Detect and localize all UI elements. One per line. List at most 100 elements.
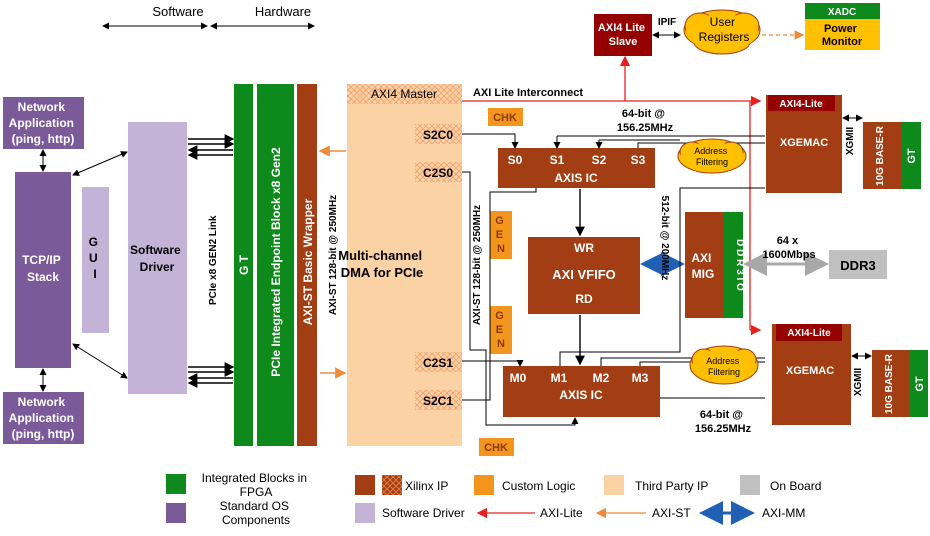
- axi4-master: [347, 84, 462, 104]
- svg-text:User Registers: User Registers: [699, 15, 750, 44]
- axi-st-wrapper-label: AXI-ST Basic Wrapper: [301, 198, 315, 325]
- ddr3-io-label: D D R 3 I O: [734, 239, 745, 291]
- ddr3-io: [723, 212, 743, 318]
- user-registers-line1: User: [710, 15, 735, 29]
- network-application-bottom: [3, 392, 84, 444]
- gen-top-g: G: [495, 215, 504, 227]
- sw-driver-line2: Driver: [140, 260, 175, 274]
- vfifo-name: AXI VFIFO: [552, 267, 616, 282]
- svg-text:Multi-channel DMA for PCIe: Multi-channel DMA for PCIe: [338, 248, 425, 280]
- legend-axi-lite-label: AXI-Lite: [540, 506, 583, 520]
- axi4-lite-top: [768, 95, 835, 111]
- axi-lite-interconnect-label: AXI Lite Interconnect: [473, 87, 583, 99]
- svg-text:G E N: G E N: [495, 310, 507, 350]
- xgmii-top-label: XGMII: [845, 127, 856, 156]
- software-label: Software: [152, 4, 203, 19]
- axis-ic-bottom-name: AXIS IC: [559, 388, 603, 402]
- link-512-label: 512-bit @ 200MHz: [659, 196, 670, 281]
- svg-text:Power Monitor: Power Monitor: [822, 23, 863, 48]
- mig-line2: MIG: [692, 267, 715, 281]
- axis-ic-bottom: [503, 366, 660, 417]
- header: Software Hardware: [102, 4, 315, 30]
- axis-ic-top-s1: S1: [550, 153, 565, 167]
- net-app-bottom-line2: Application: [9, 411, 74, 425]
- c2s0-label: C2S0: [423, 166, 453, 180]
- xgemac-top-label: XGEMAC: [780, 137, 828, 149]
- legend-axi-st-label: AXI-ST: [652, 506, 691, 520]
- s2c0-port: [415, 124, 462, 144]
- dma-line1: Multi-channel: [338, 248, 422, 263]
- svg-text:TCP/IP Stack: TCP/IP Stack: [22, 253, 64, 284]
- legend-axi-mm-label: AXI-MM: [762, 506, 805, 520]
- gt-bottom: [910, 350, 928, 417]
- s2c1-port: [415, 390, 462, 410]
- vfifo-wr: WR: [574, 241, 594, 255]
- chk-top-label: CHK: [493, 112, 517, 124]
- tcpip-line2: Stack: [27, 270, 59, 284]
- ddr3-memory: [829, 250, 887, 279]
- power-monitor-line2: Monitor: [822, 36, 863, 48]
- legend-os-line2: Components: [222, 513, 290, 527]
- axi4-master-label: AXI4 Master: [371, 87, 437, 101]
- legend-os-swatch: [166, 503, 186, 523]
- multichannel-dma: [347, 84, 462, 446]
- network-application-top: [3, 97, 84, 149]
- svg-text:Standard OS Components: Standard OS Components: [220, 499, 293, 527]
- c2s0-port: [415, 162, 462, 182]
- pcie-link-label: PCIe x8 GEN2 Link: [208, 215, 219, 305]
- axi4-lite-slave: [594, 14, 652, 56]
- c2s1-port: [415, 352, 462, 372]
- pcie-endpoint-label: PCIe Integrated Endpoint Block x8 Gen2: [269, 147, 283, 377]
- tcpip-stack: [15, 172, 71, 368]
- s2c0-label: S2C0: [423, 128, 453, 142]
- link-64-top-line2: 156.25MHz: [617, 122, 674, 134]
- power-monitor-line1: Power: [824, 23, 858, 35]
- svg-text:Network Application (p: Network Application (ping, http): [9, 395, 78, 441]
- user-registers-line2: Registers: [699, 30, 750, 44]
- software-driver: [128, 122, 187, 394]
- axi4-lite-bottom-label: AXI4-Lite: [787, 328, 831, 339]
- link-64-bottom-line2: 156.25MHz: [695, 423, 752, 435]
- s2c1-label: S2C1: [423, 394, 453, 408]
- svg-text:Integrated Blocks in FPG: Integrated Blocks in FPGA: [202, 471, 311, 499]
- addr-filter-top-line2: Filtering: [696, 157, 728, 167]
- axis-ic-top-s2: S2: [592, 153, 607, 167]
- gt-left: [234, 84, 253, 446]
- xgemac-bottom-label: XGEMAC: [786, 365, 834, 377]
- gen-bottom: [490, 306, 512, 354]
- power-monitor: [805, 19, 880, 50]
- svg-text:G U I: G U I: [89, 235, 102, 281]
- legend-os-line1: Standard OS: [220, 499, 289, 513]
- base-r-top-label: 10G BASE-R: [875, 125, 886, 186]
- axis-ic-bottom-m3: M3: [632, 371, 649, 385]
- axi4-lite-bottom: [776, 324, 842, 341]
- legend-custom-swatch: [474, 475, 494, 495]
- pcie-endpoint: [257, 84, 294, 446]
- axis-ic-bottom-m0: M0: [510, 371, 527, 385]
- net-app-top-line2: Application: [9, 116, 74, 130]
- address-filtering-bottom: [689, 345, 759, 385]
- axi-st-inner-label: AXI-ST 128-bit @ 250MHz: [472, 205, 483, 325]
- svg-text:64-bit @ 156.25MHz: 64-bit @ 156.25MHz: [617, 108, 674, 134]
- gen-bottom-n: N: [497, 338, 505, 350]
- axis-ic-top-s0: S0: [508, 153, 523, 167]
- legend-xilinx-swatch-solid: [355, 475, 375, 495]
- svg-text:64 x 1600Mbps: 64 x 1600Mbps: [762, 235, 815, 261]
- ddr-bw-line2: 1600Mbps: [762, 249, 815, 261]
- addr-filter-bottom-line1: Address: [706, 356, 740, 366]
- legend-xilinx-label: Xilinx IP: [405, 479, 448, 493]
- svg-text:64-bit @ 156.25MHz: 64-bit @ 156.25MHz: [695, 409, 752, 435]
- gt-top-label: GT: [906, 148, 918, 164]
- net-app-bottom-line1: Network: [18, 395, 66, 409]
- xadc-label: XADC: [828, 7, 856, 18]
- base-r-bottom-label: 10G BASE-R: [884, 353, 895, 414]
- gt-top: [901, 122, 921, 189]
- legend-sw-driver-swatch: [355, 503, 375, 523]
- mig-line1: AXI: [691, 251, 711, 265]
- sw-driver-line1: Software: [130, 243, 181, 257]
- legend-on-board-swatch: [740, 475, 760, 495]
- gui: [82, 187, 109, 333]
- legend-third-party-label: Third Party IP: [635, 479, 708, 493]
- vfifo-rd: RD: [575, 292, 593, 306]
- axi4-lite-slave-line2: Slave: [609, 36, 638, 48]
